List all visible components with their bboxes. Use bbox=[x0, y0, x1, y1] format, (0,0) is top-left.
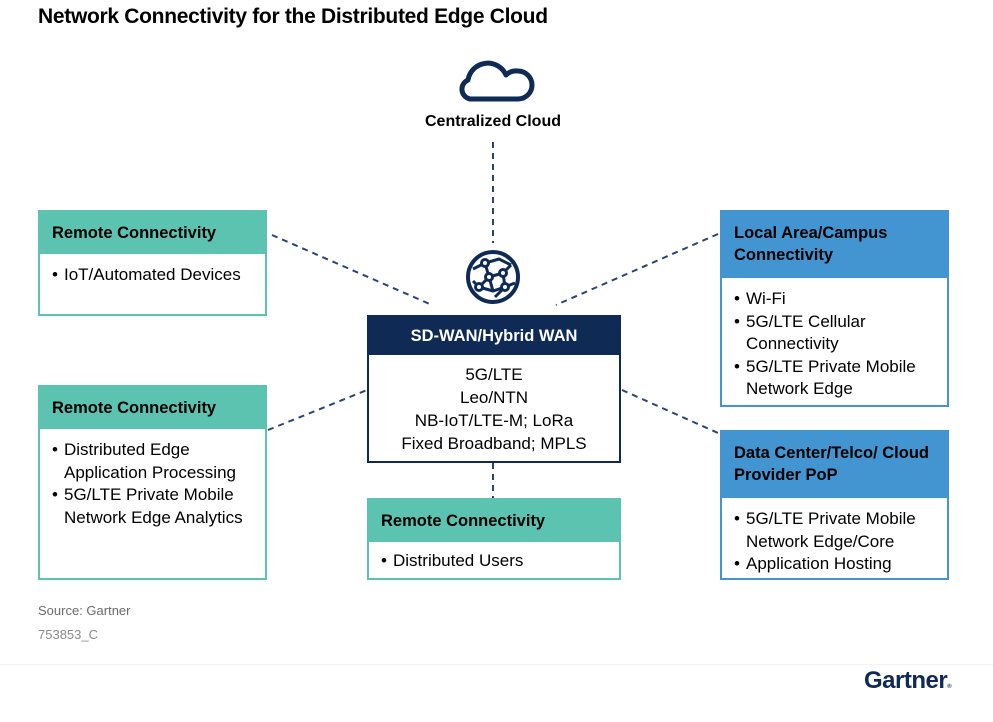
node-item-list: Wi-Fi 5G/LTE Cellular Connectivity 5G/LT… bbox=[722, 278, 947, 409]
node-item-list: 5G/LTE Private Mobile Network Edge/Core … bbox=[722, 498, 947, 584]
figure-id: 753853_C bbox=[38, 627, 98, 642]
node-item-list: Distributed Users bbox=[369, 542, 619, 581]
list-item: 5G/LTE Private Mobile Network Edge/Core bbox=[734, 508, 937, 553]
list-item: Distributed Users bbox=[381, 550, 609, 573]
connector-left-top bbox=[271, 234, 433, 306]
hub-line: Leo/NTN bbox=[459, 388, 529, 407]
node-header: Remote Connectivity bbox=[40, 387, 265, 429]
list-item: 5G/LTE Private Mobile Network Edge bbox=[734, 356, 937, 401]
list-item: 5G/LTE Private Mobile Network Edge Analy… bbox=[52, 484, 255, 529]
connector-right-top bbox=[555, 233, 719, 306]
hub-technology-list: 5G/LTE Leo/NTN NB-IoT/LTE-M; LoRa Fixed … bbox=[369, 355, 619, 461]
list-item: 5G/LTE Cellular Connectivity bbox=[734, 311, 937, 356]
node-header: Data Center/Telco/ Cloud Provider PoP bbox=[722, 432, 947, 498]
diagram-title: Network Connectivity for the Distributed… bbox=[38, 5, 548, 28]
node-local-area-campus: Local Area/Campus Connectivity Wi-Fi 5G/… bbox=[720, 210, 949, 407]
hub-line: 5G/LTE bbox=[465, 365, 523, 384]
hub-line: NB-IoT/LTE-M; LoRa bbox=[414, 411, 574, 430]
node-remote-connectivity-edge: Remote Connectivity Distributed Edge App… bbox=[38, 385, 267, 580]
hub-line: Fixed Broadband; MPLS bbox=[401, 434, 587, 453]
logo-text: Gartner bbox=[864, 667, 948, 694]
node-header: Local Area/Campus Connectivity bbox=[722, 212, 947, 278]
connector-right-bottom bbox=[621, 389, 719, 434]
connector-left-bottom bbox=[267, 389, 368, 431]
node-item-list: Distributed Edge Application Processing … bbox=[40, 429, 265, 537]
gartner-logo: Gartner® bbox=[864, 667, 952, 695]
cloud-icon bbox=[459, 60, 535, 102]
node-remote-connectivity-iot: Remote Connectivity IoT/Automated Device… bbox=[38, 210, 267, 316]
hub-box: SD-WAN/Hybrid WAN 5G/LTE Leo/NTN NB-IoT/… bbox=[367, 315, 621, 463]
node-header: Remote Connectivity bbox=[369, 500, 619, 542]
hub-header: SD-WAN/Hybrid WAN bbox=[369, 317, 619, 355]
network-globe-icon bbox=[466, 250, 520, 304]
centralized-cloud-label: Centralized Cloud bbox=[424, 113, 561, 130]
list-item: Application Hosting bbox=[734, 553, 937, 576]
list-item: Distributed Edge Application Processing bbox=[52, 439, 255, 484]
source-note: Source: Gartner bbox=[38, 603, 131, 618]
list-item: Wi-Fi bbox=[734, 288, 937, 311]
footer-divider bbox=[0, 664, 993, 665]
node-header: Remote Connectivity bbox=[40, 212, 265, 254]
node-data-center-pop: Data Center/Telco/ Cloud Provider PoP 5G… bbox=[720, 430, 949, 580]
node-remote-connectivity-users: Remote Connectivity Distributed Users bbox=[367, 498, 621, 580]
node-item-list: IoT/Automated Devices bbox=[40, 254, 265, 295]
list-item: IoT/Automated Devices bbox=[52, 264, 255, 287]
registered-mark: ® bbox=[947, 684, 952, 690]
